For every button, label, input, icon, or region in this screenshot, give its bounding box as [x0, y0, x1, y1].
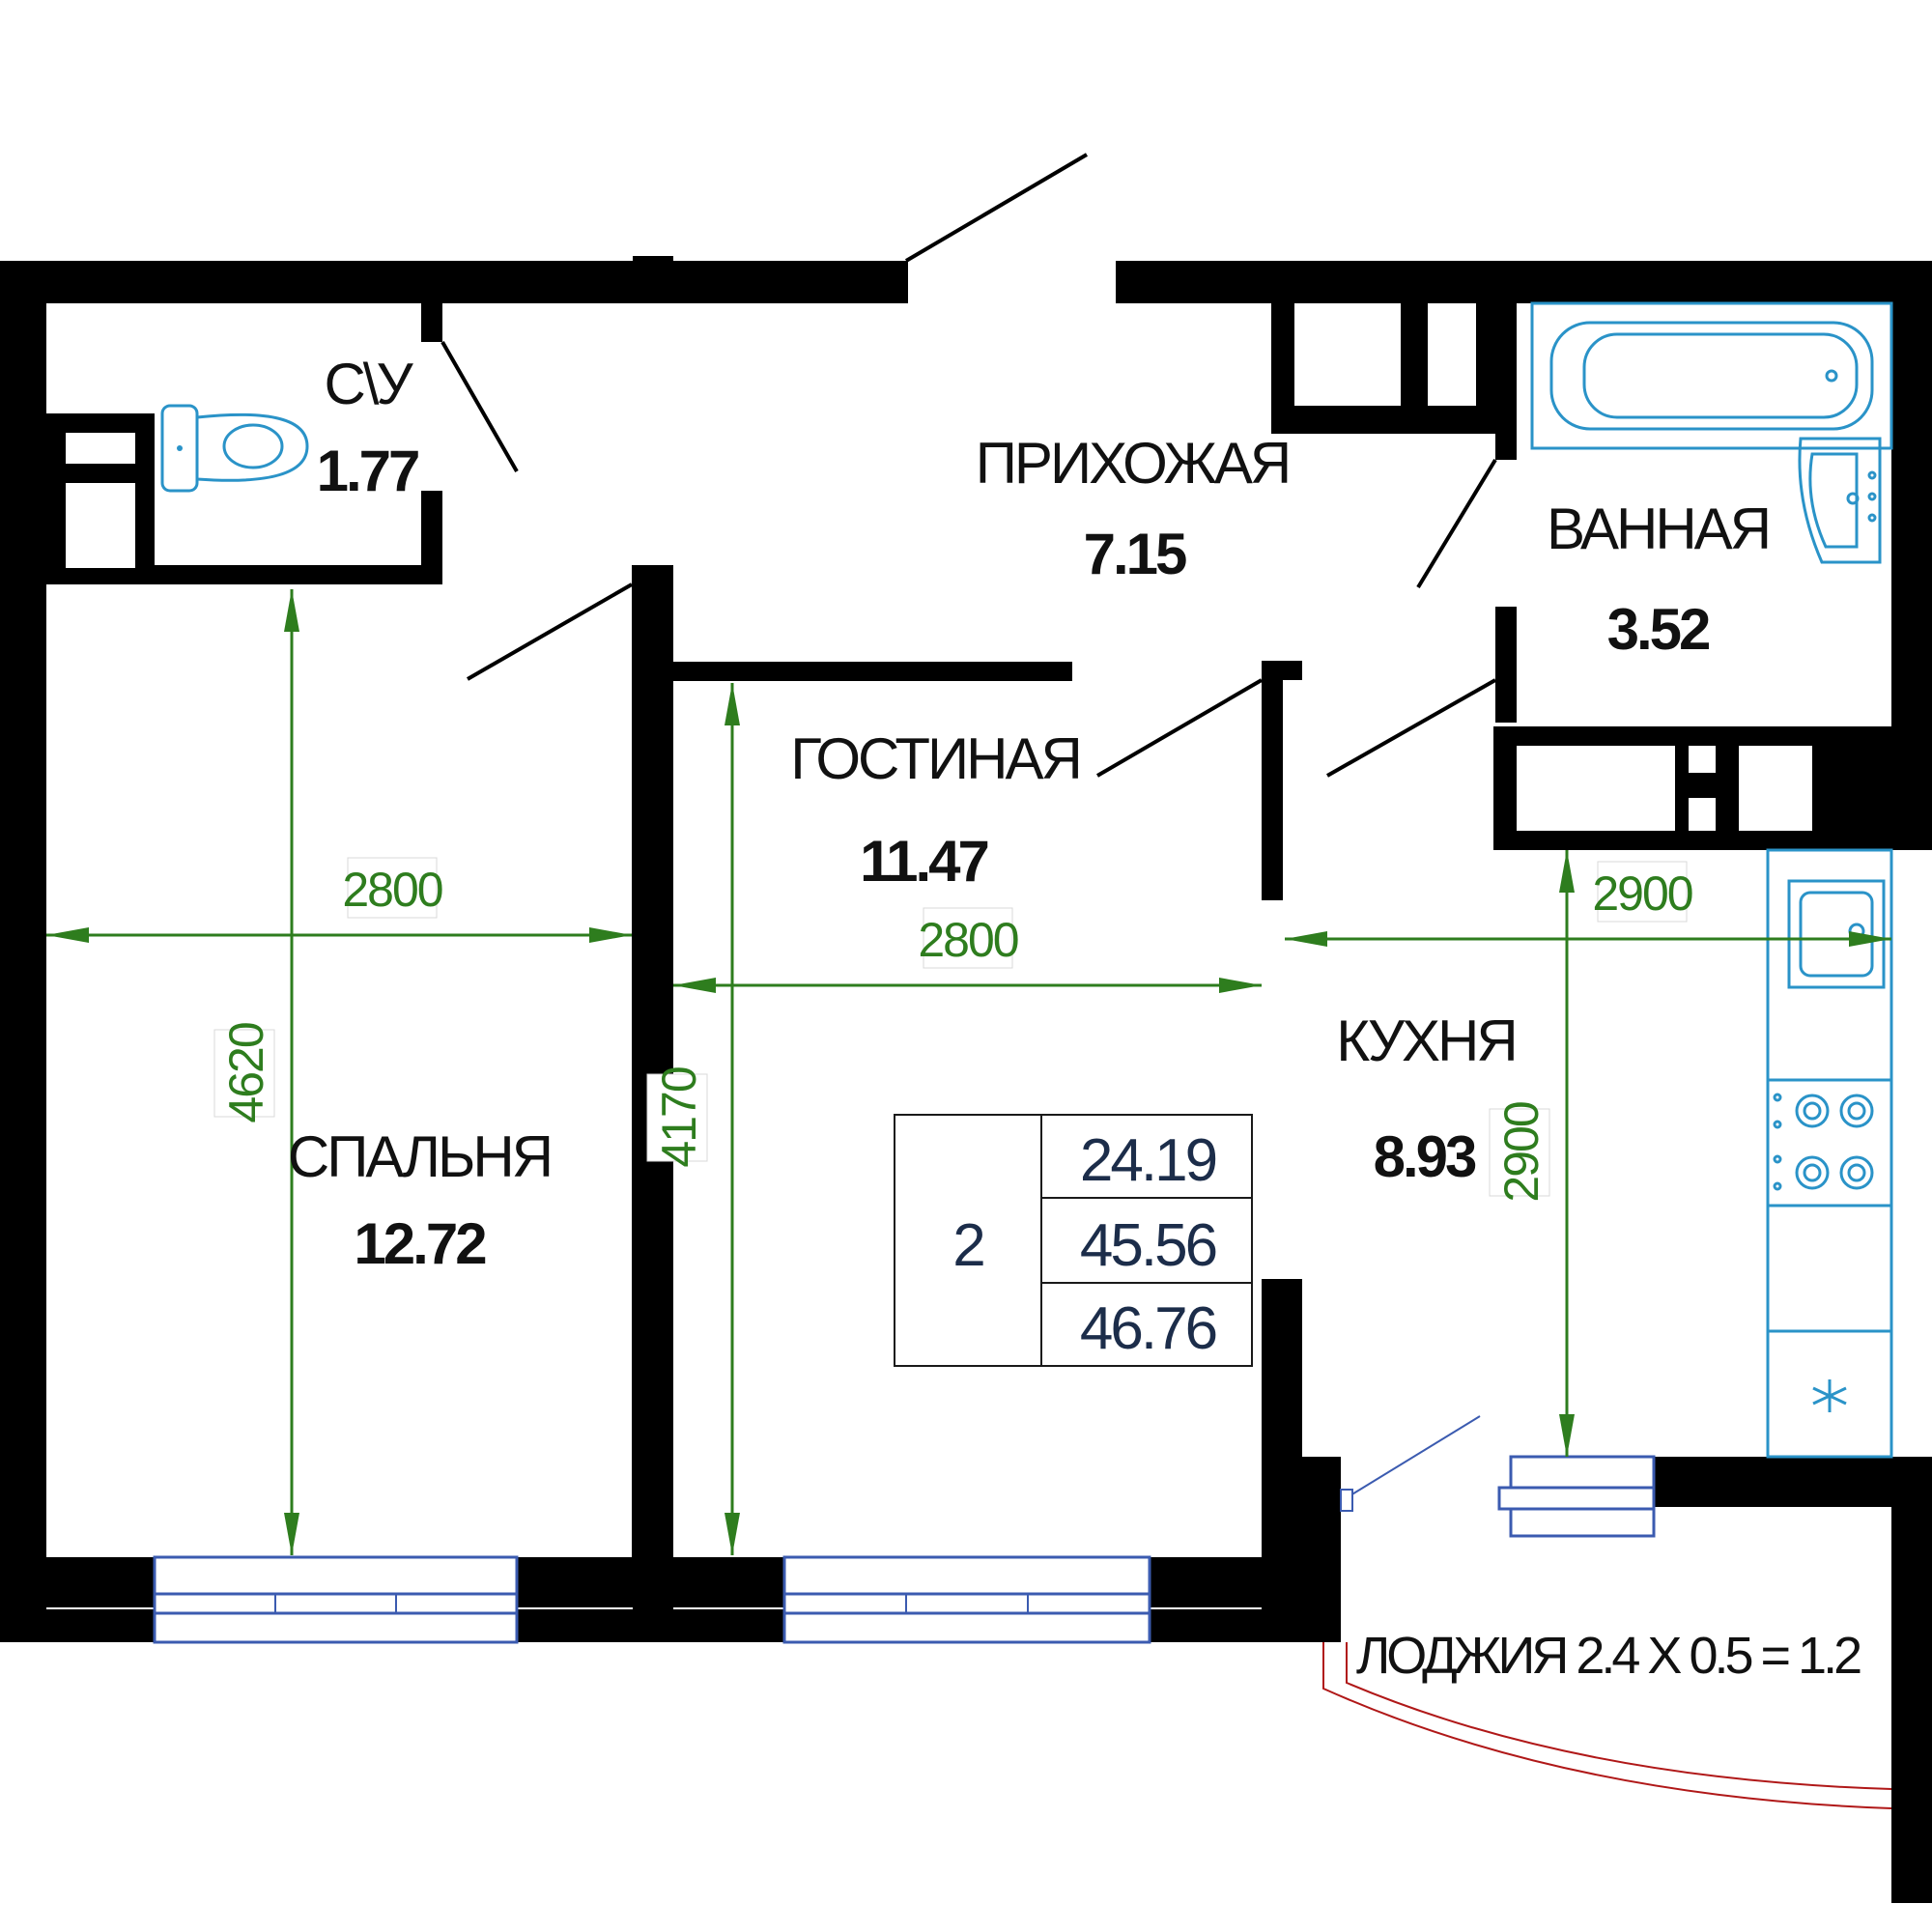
kitchen-sink-icon	[1787, 879, 1886, 989]
bathtub-icon	[1530, 301, 1893, 450]
wall-loggia-left	[1262, 1457, 1341, 1642]
living-length-label: 4170	[652, 1067, 706, 1167]
bath-name: ВАННАЯ	[1547, 497, 1769, 561]
hallway-area: 7.15	[1084, 522, 1186, 586]
windows	[153, 1455, 1656, 1644]
kitchen-area: 8.93	[1374, 1124, 1476, 1189]
wall-outer-left	[0, 261, 46, 1642]
hallway-name: ПРИХОЖАЯ	[976, 431, 1289, 496]
loggia-label: ЛОДЖИЯ 2.4 X 0.5 = 1.2	[1356, 1627, 1861, 1685]
kitchen-width-label: 2900	[1592, 867, 1691, 921]
bedroom-width-label: 2800	[342, 863, 441, 917]
closet-kitchen-inner-c	[1689, 798, 1716, 831]
closet-hall-inner-b	[1428, 303, 1476, 406]
door-loggia	[1350, 1415, 1481, 1496]
living-area: 11.47	[860, 829, 987, 894]
summary-table: 2 24.19 45.56 46.76	[894, 1114, 1253, 1367]
wc-niche-inner-bottom	[66, 483, 135, 568]
wc-area: 1.77	[317, 439, 418, 503]
toilet-icon	[160, 404, 309, 493]
window-living	[782, 1555, 1151, 1644]
doors	[440, 153, 1497, 1512]
kitchen-name: КУХНЯ	[1336, 1009, 1515, 1073]
summary-total-area: 45.56	[1080, 1212, 1216, 1279]
closet-hall-inner-a	[1294, 303, 1401, 406]
snowflake-icon	[1812, 1379, 1847, 1412]
door-living	[1095, 678, 1264, 778]
closet-kitchen-inner-a	[1517, 746, 1675, 831]
summary-rooms-count: 2	[952, 1212, 983, 1279]
bath-sink-icon	[1798, 437, 1882, 564]
door-entrance	[904, 153, 1089, 263]
wall-wc-top-stub	[421, 303, 442, 342]
stove-icon	[1766, 1078, 1893, 1208]
bedroom-area: 12.72	[354, 1211, 485, 1276]
wall-living-top	[673, 662, 1072, 681]
fixtures	[160, 301, 1893, 1459]
living-width-label: 2800	[918, 913, 1017, 967]
bedroom-length-label: 4620	[219, 1023, 273, 1122]
bedroom-name: СПАЛЬНЯ	[288, 1124, 551, 1189]
closet-kitchen-inner-d	[1739, 746, 1812, 831]
wall-bath-left-upper	[1495, 303, 1517, 460]
summary-living-area: 24.19	[1080, 1127, 1216, 1194]
room-labels: С\У 1.77 ПРИХОЖАЯ 7.15 ВАННАЯ 3.52 ГОСТИ…	[288, 352, 1864, 1685]
window-kitchen	[1497, 1455, 1656, 1538]
wall-outer-right	[1891, 261, 1932, 850]
door-loggia-stop	[1340, 1489, 1353, 1512]
bath-area: 3.52	[1607, 597, 1709, 662]
loggia-outline	[1322, 1642, 1892, 1809]
wall-bottom-left	[0, 1557, 155, 1642]
wall-bath-left-lower	[1495, 607, 1517, 723]
wall-top-right	[1116, 261, 1932, 303]
wc-niche-inner-top	[66, 433, 135, 464]
wall-kitchen-bottom-right	[1654, 1457, 1891, 1507]
summary-total-with-loggia: 46.76	[1080, 1295, 1216, 1362]
wall-top-left	[0, 261, 908, 303]
wall-bottom-mid-a	[517, 1557, 633, 1642]
dimension-lines	[46, 589, 1891, 1555]
closet-kitchen-inner-b	[1689, 746, 1716, 773]
wall-loggia-right	[1891, 1457, 1932, 1903]
wall-bottom-mid-c	[1150, 1557, 1264, 1642]
door-wc	[440, 341, 519, 472]
wall-wc-bottom	[155, 565, 442, 584]
wall-top-notch	[633, 256, 673, 266]
dimension-labels: 2800 4620 2800 4170 2900 2900	[213, 857, 1694, 1203]
door-bedroom	[467, 582, 633, 681]
kitchen-length-label: 2900	[1494, 1102, 1548, 1202]
wall-bottom-mid-b	[673, 1557, 784, 1642]
wall-living-kitchen-upper	[1262, 661, 1283, 900]
wall-wc-right-lower	[421, 491, 442, 584]
fridge-icon	[1766, 1329, 1893, 1459]
living-name: ГОСТИНАЯ	[790, 726, 1080, 791]
door-bath	[1416, 458, 1497, 589]
window-bedroom	[153, 1555, 519, 1644]
wc-name: С\У	[324, 352, 413, 416]
door-kitchen	[1326, 678, 1496, 778]
